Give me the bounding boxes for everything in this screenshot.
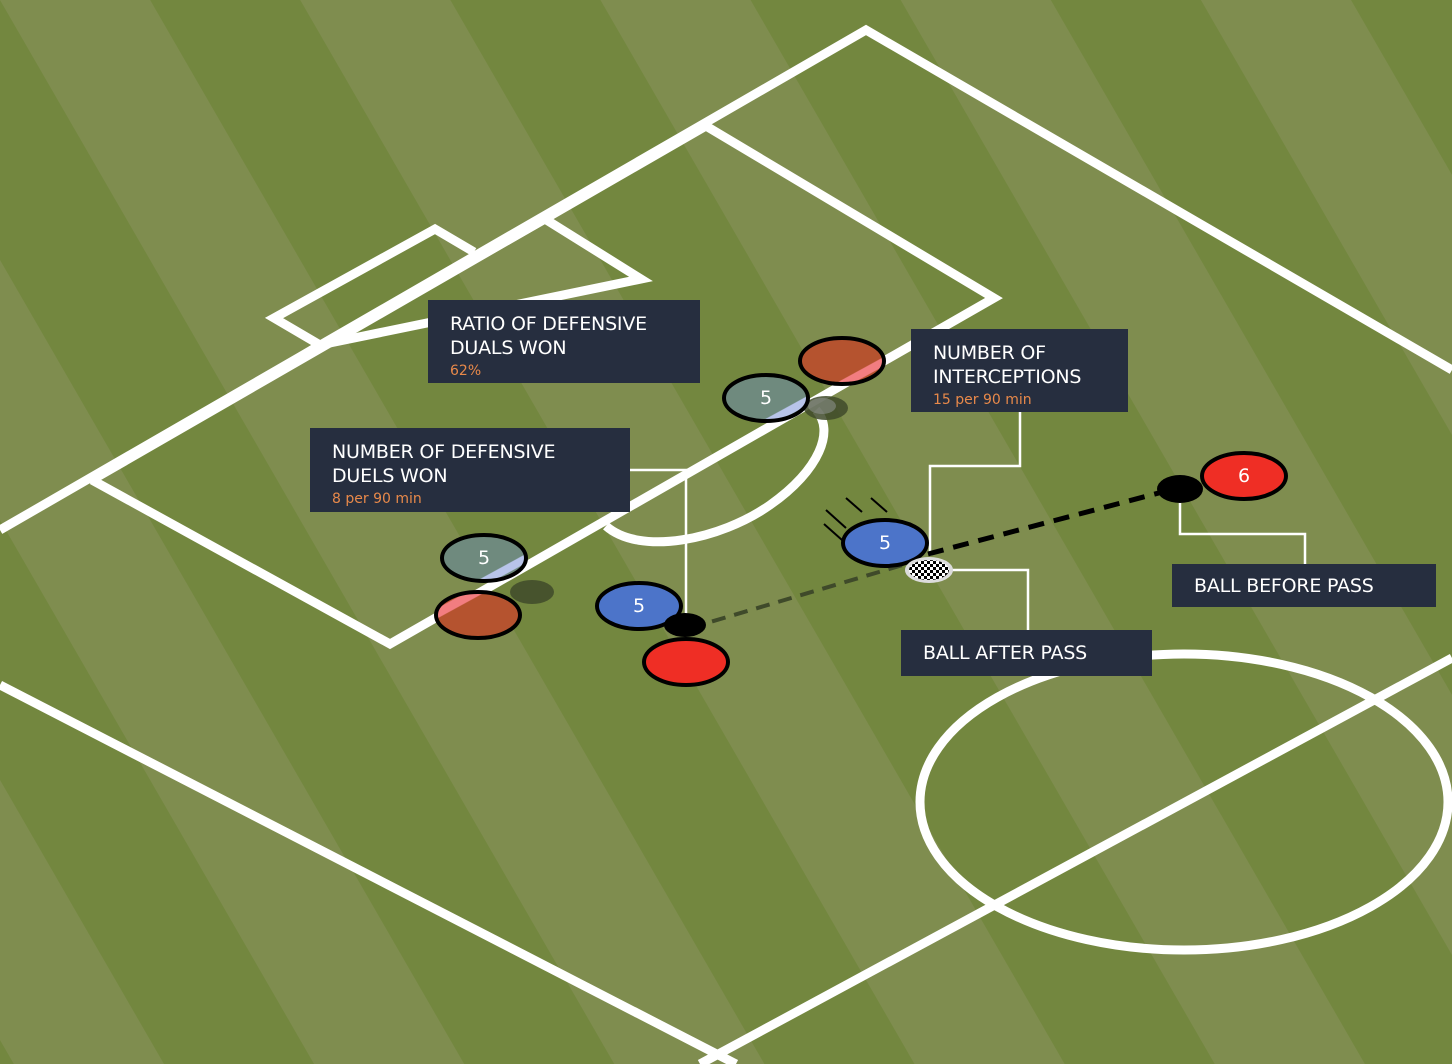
label-ratio-defensive-duals: RATIO OF DEFENSIVE DUALS WON 62% xyxy=(428,300,700,383)
label-ball-before-pass: BALL BEFORE PASS xyxy=(1172,564,1436,607)
motion-streak xyxy=(870,497,888,513)
motion-streak xyxy=(825,509,847,529)
connector-lines xyxy=(630,412,1307,630)
sideline-bottom xyxy=(0,680,739,1064)
connector-ball-before xyxy=(1178,494,1307,566)
player-number: 5 xyxy=(633,595,645,617)
player-shadow xyxy=(510,580,554,604)
motion-streak xyxy=(823,523,843,541)
label-value: 8 per 90 min xyxy=(332,491,422,507)
ball-after-pass xyxy=(909,560,949,580)
label-interceptions: NUMBER OF INTERCEPTIONS 15 per 90 min xyxy=(911,329,1128,412)
connector-ball-after xyxy=(936,568,1030,630)
motion-streak xyxy=(845,497,863,513)
ball-old-position xyxy=(664,613,706,637)
player-number: 5 xyxy=(478,547,490,569)
opponent-player-faded xyxy=(798,336,886,386)
goal-area-edge xyxy=(259,341,323,384)
player-number: 5 xyxy=(879,532,891,554)
pitch-markings xyxy=(0,24,1452,1064)
opponent-player-red xyxy=(642,637,730,687)
label-ball-after-pass: BALL AFTER PASS xyxy=(901,630,1152,676)
penalty-arc xyxy=(603,406,829,547)
connector-duels-won xyxy=(630,468,688,618)
opponent-player-faded xyxy=(434,590,522,640)
player-blue-center xyxy=(841,518,929,568)
motion-streaks xyxy=(823,497,888,541)
ball-before-pass xyxy=(1157,475,1203,503)
pass-line-old xyxy=(689,562,907,630)
halfway-line xyxy=(697,654,1452,1064)
label-defensive-duels-won: NUMBER OF DEFENSIVE DUELS WON 8 per 90 m… xyxy=(310,428,630,512)
player-number: 6 xyxy=(1238,465,1250,487)
pass-line xyxy=(927,487,1171,557)
goal xyxy=(264,223,477,349)
player-number: 5 xyxy=(760,387,772,409)
label-title: NUMBER OF INTERCEPTIONS xyxy=(933,342,1082,388)
centre-circle xyxy=(915,649,1452,955)
connector-interceptions xyxy=(928,412,1022,556)
player-blue-left xyxy=(595,581,683,631)
label-value: 62% xyxy=(450,363,482,379)
label-value: 15 per 90 min xyxy=(933,392,1032,408)
label-title: RATIO OF DEFENSIVE DUALS WON xyxy=(450,313,647,359)
player-shadow-highlight xyxy=(808,398,836,414)
label-title: NUMBER OF DEFENSIVE DUELS WON xyxy=(332,441,556,487)
label-title: BALL BEFORE PASS xyxy=(1194,574,1374,597)
player-grey-top xyxy=(722,373,810,423)
label-title: BALL AFTER PASS xyxy=(923,642,1088,664)
players xyxy=(434,336,1288,687)
player-grey-left xyxy=(440,533,528,583)
opponent-player-red-6 xyxy=(1200,451,1288,501)
